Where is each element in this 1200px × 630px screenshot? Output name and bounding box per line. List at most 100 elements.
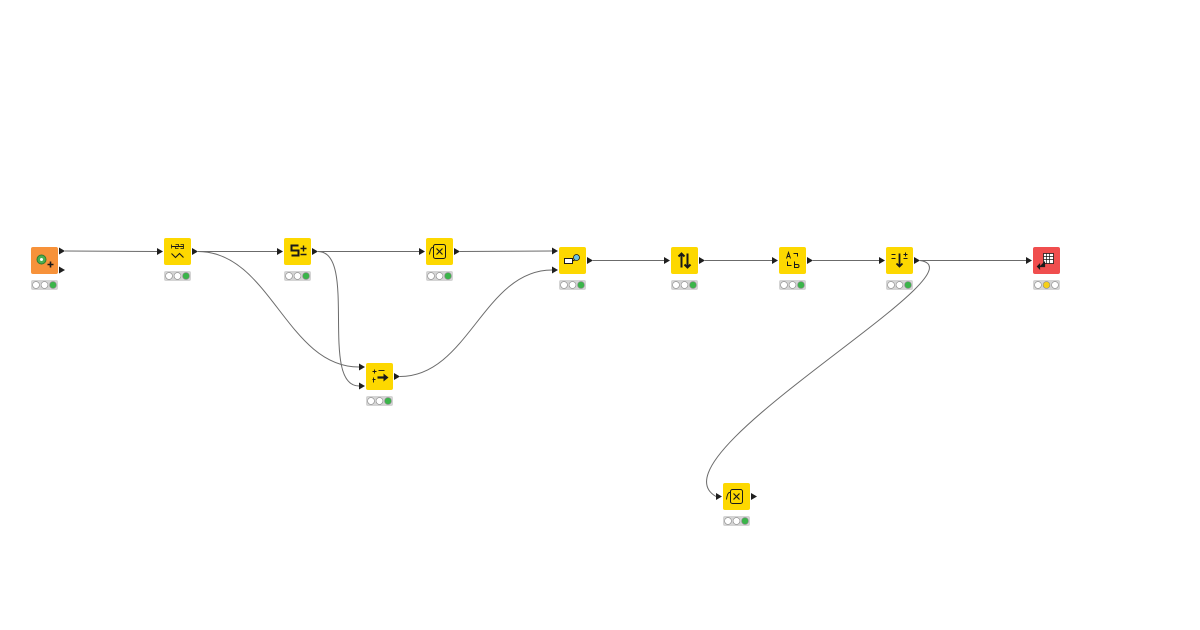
node-body[interactable] <box>779 247 806 274</box>
output-port[interactable] <box>751 493 757 500</box>
status-light <box>285 272 293 280</box>
node-status-indicator <box>779 280 806 290</box>
status-light <box>577 281 585 289</box>
output-port[interactable] <box>192 248 198 255</box>
status-light <box>427 272 435 280</box>
node-body[interactable] <box>164 238 191 265</box>
input-port[interactable] <box>664 257 670 264</box>
input-port[interactable] <box>552 247 558 255</box>
status-light <box>724 517 732 525</box>
connection-n4-n5[interactable] <box>459 250 553 252</box>
input-port[interactable] <box>879 257 885 264</box>
status-light <box>680 281 689 289</box>
node-status-indicator <box>284 271 311 281</box>
status-light <box>568 281 577 289</box>
status-light <box>182 272 190 280</box>
formula-node-2[interactable] <box>716 483 757 526</box>
node-status-indicator <box>559 280 586 290</box>
status-light <box>689 281 697 289</box>
column-resorter-node[interactable] <box>879 247 920 290</box>
status-light <box>732 517 741 525</box>
status-light <box>444 272 452 280</box>
input-port[interactable] <box>772 257 778 264</box>
output-port[interactable] <box>312 248 318 255</box>
output-port[interactable] <box>59 266 65 274</box>
node-status-indicator <box>164 271 191 281</box>
status-light <box>302 272 310 280</box>
status-light <box>40 281 49 289</box>
status-light <box>173 272 182 280</box>
status-light <box>672 281 680 289</box>
input-port[interactable] <box>1026 257 1032 264</box>
connection-n2-n10[interactable] <box>197 251 360 368</box>
output-port[interactable] <box>587 257 593 264</box>
connections-layer <box>64 250 1026 497</box>
node-status-indicator <box>1033 280 1060 290</box>
node-status-indicator <box>723 516 750 526</box>
column-appender-node[interactable] <box>359 363 400 406</box>
string-plus-icon <box>290 244 307 257</box>
output-port[interactable] <box>59 247 65 255</box>
input-port[interactable] <box>277 248 283 255</box>
number-convert-icon <box>171 244 184 259</box>
status-light <box>560 281 568 289</box>
input-port[interactable] <box>359 363 365 371</box>
number-to-string-node[interactable] <box>157 238 198 281</box>
status-light <box>887 281 895 289</box>
nodes-layer <box>31 238 1060 526</box>
connection-n8-n11[interactable] <box>706 260 930 497</box>
data-source-node[interactable] <box>31 247 65 290</box>
node-status-indicator <box>671 280 698 290</box>
output-port[interactable] <box>807 257 813 264</box>
string-manip-node[interactable] <box>277 238 318 281</box>
status-light <box>165 272 173 280</box>
formula-icon <box>726 489 743 504</box>
status-light <box>895 281 904 289</box>
output-port[interactable] <box>394 373 400 380</box>
status-light <box>435 272 444 280</box>
output-port[interactable] <box>454 248 460 255</box>
status-light <box>904 281 912 289</box>
node-status-indicator <box>366 396 393 406</box>
column-sort-icon <box>891 252 908 268</box>
status-light <box>375 397 384 405</box>
status-light <box>1034 281 1042 289</box>
gear-plus-icon <box>36 254 54 268</box>
input-port[interactable] <box>552 266 558 274</box>
node-status-indicator <box>31 280 58 290</box>
input-port[interactable] <box>157 248 163 255</box>
node-body[interactable] <box>671 247 698 274</box>
output-port[interactable] <box>699 257 705 264</box>
status-light <box>780 281 788 289</box>
formula-node-1[interactable] <box>419 238 460 281</box>
connection-n10-n5[interactable] <box>399 269 553 377</box>
status-light <box>1042 281 1051 289</box>
node-status-indicator <box>426 271 453 281</box>
rename-ab-icon <box>786 250 800 268</box>
input-port[interactable] <box>359 382 365 390</box>
connection-n1-n2[interactable] <box>64 250 158 252</box>
status-light <box>384 397 392 405</box>
column-rename-node[interactable] <box>772 247 813 290</box>
formula-icon <box>429 244 446 259</box>
append-arrow-icon <box>372 369 389 383</box>
output-port[interactable] <box>914 257 920 264</box>
status-light <box>32 281 40 289</box>
connection-n3-n10[interactable] <box>317 251 360 387</box>
joiner-node[interactable] <box>552 247 593 290</box>
status-light <box>797 281 805 289</box>
node-status-indicator <box>886 280 913 290</box>
table-writer-node[interactable] <box>1026 247 1060 290</box>
table-grid-icon <box>1036 253 1054 270</box>
status-light <box>741 517 749 525</box>
input-port[interactable] <box>419 248 425 255</box>
input-port[interactable] <box>716 493 722 500</box>
status-light <box>367 397 375 405</box>
status-light <box>49 281 57 289</box>
sorter-node[interactable] <box>664 247 705 290</box>
sort-arrows-icon <box>677 252 692 269</box>
status-light <box>788 281 797 289</box>
link-icon <box>564 254 580 264</box>
status-light <box>1051 281 1059 289</box>
